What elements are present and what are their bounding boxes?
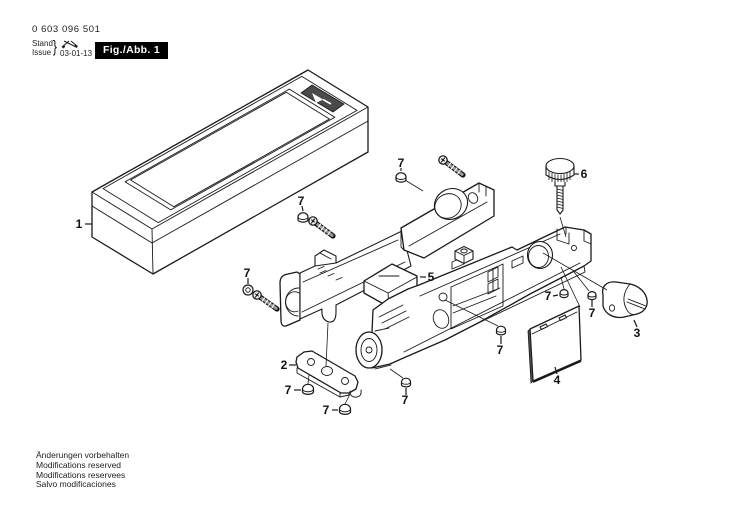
part-1-case [91, 69, 369, 275]
screw-thread [267, 301, 272, 307]
cap-rim [395, 176, 407, 180]
callout-label-2: 2 [281, 358, 288, 372]
lens-frame [400, 182, 495, 270]
cap-leader-line [404, 179, 424, 192]
cap-part-7 [297, 212, 309, 223]
axis-line [560, 266, 581, 308]
part-2-plate [295, 350, 362, 398]
crossed-hammers-icon [61, 40, 78, 49]
part-number: 0 603 096 501 [32, 24, 101, 35]
stand-label: Stand [32, 39, 53, 48]
callout-label-3: 3 [634, 326, 641, 340]
screw-thread [457, 169, 461, 175]
callout-leader-line [633, 319, 638, 328]
callout-label-7: 7 [589, 306, 596, 320]
callout-label-7: 7 [402, 393, 409, 407]
screw-thread [271, 303, 275, 309]
cap-rim [587, 294, 597, 298]
screw-thread [261, 297, 266, 302]
callout-leader-line [301, 205, 304, 212]
part-3-end-cap [601, 281, 648, 319]
cap-rim [302, 388, 314, 393]
callout-label-1: 1 [76, 217, 83, 231]
callout-label-7: 7 [545, 289, 552, 303]
note-en: Modifications reserved [36, 459, 122, 470]
callout-label-7: 7 [497, 343, 504, 357]
part-4-cover-plate [527, 305, 582, 384]
callout-leader-line [554, 366, 558, 375]
stand-issue-labels: Stand Issue [32, 39, 53, 57]
cap-part-7 [559, 289, 569, 299]
cap-leader-line [444, 299, 499, 327]
callout-leader-line [552, 294, 559, 297]
washer-part-7 [242, 284, 254, 296]
cap-rim [496, 329, 506, 333]
cap-rim [297, 216, 309, 220]
screw-thread [327, 230, 331, 236]
callout-label-7: 7 [285, 383, 292, 397]
cap-leader-line [560, 276, 565, 290]
screw-thread [264, 299, 269, 305]
cap-leader-line [307, 374, 310, 385]
screw-thread [447, 162, 452, 168]
note-fr: Modifications reservees [36, 469, 126, 480]
screw-thread [450, 164, 455, 170]
note-de: Änderungen vorbehalten [36, 450, 130, 460]
lower-main-body [355, 226, 592, 370]
cap-part-7 [587, 291, 597, 301]
cap-part-7 [495, 325, 507, 336]
cap-rim [559, 292, 569, 296]
screw-slot [310, 219, 316, 223]
legal-notes: Änderungen vorbehalten Modifications res… [36, 450, 130, 490]
axis-line [542, 252, 608, 291]
cap-part-7 [338, 403, 352, 415]
screw-thread [453, 167, 458, 172]
callout-label-6: 6 [581, 167, 588, 181]
screw-thread [323, 228, 328, 233]
axis-line [325, 322, 329, 367]
washer-hole [245, 287, 251, 293]
upper-rail-assembly [279, 230, 412, 327]
cap-leader-line [344, 393, 351, 405]
callout-label-7: 7 [323, 403, 330, 417]
cap-rim [339, 408, 351, 413]
screw-slot [440, 158, 446, 162]
screw-thread [320, 225, 325, 231]
cap-part-7 [301, 383, 315, 395]
callout-label-7: 7 [398, 156, 405, 170]
callout-label-7: 7 [298, 194, 305, 208]
issue-label: Issue [32, 47, 52, 57]
screw-slot [254, 293, 260, 297]
cap-part-7 [395, 172, 407, 183]
cap-leader-line [573, 271, 590, 292]
callout-label-7: 7 [244, 266, 251, 280]
callout-label-5: 5 [428, 270, 435, 284]
note-es: Salvo modificaciones [36, 479, 116, 490]
cap-part-7 [400, 377, 412, 388]
screw-thread [317, 223, 322, 229]
cap-rim [401, 381, 411, 385]
issue-date: 03-01-13 [60, 49, 93, 58]
cap-leader-line [389, 368, 404, 379]
part-6-thumbscrew [545, 157, 575, 215]
square-nut [454, 245, 474, 265]
axis-line [559, 216, 567, 238]
callout-label-4: 4 [554, 373, 561, 387]
figure-badge: Fig./Abb. 1 [95, 42, 168, 59]
brace-glyph: } [52, 37, 57, 56]
